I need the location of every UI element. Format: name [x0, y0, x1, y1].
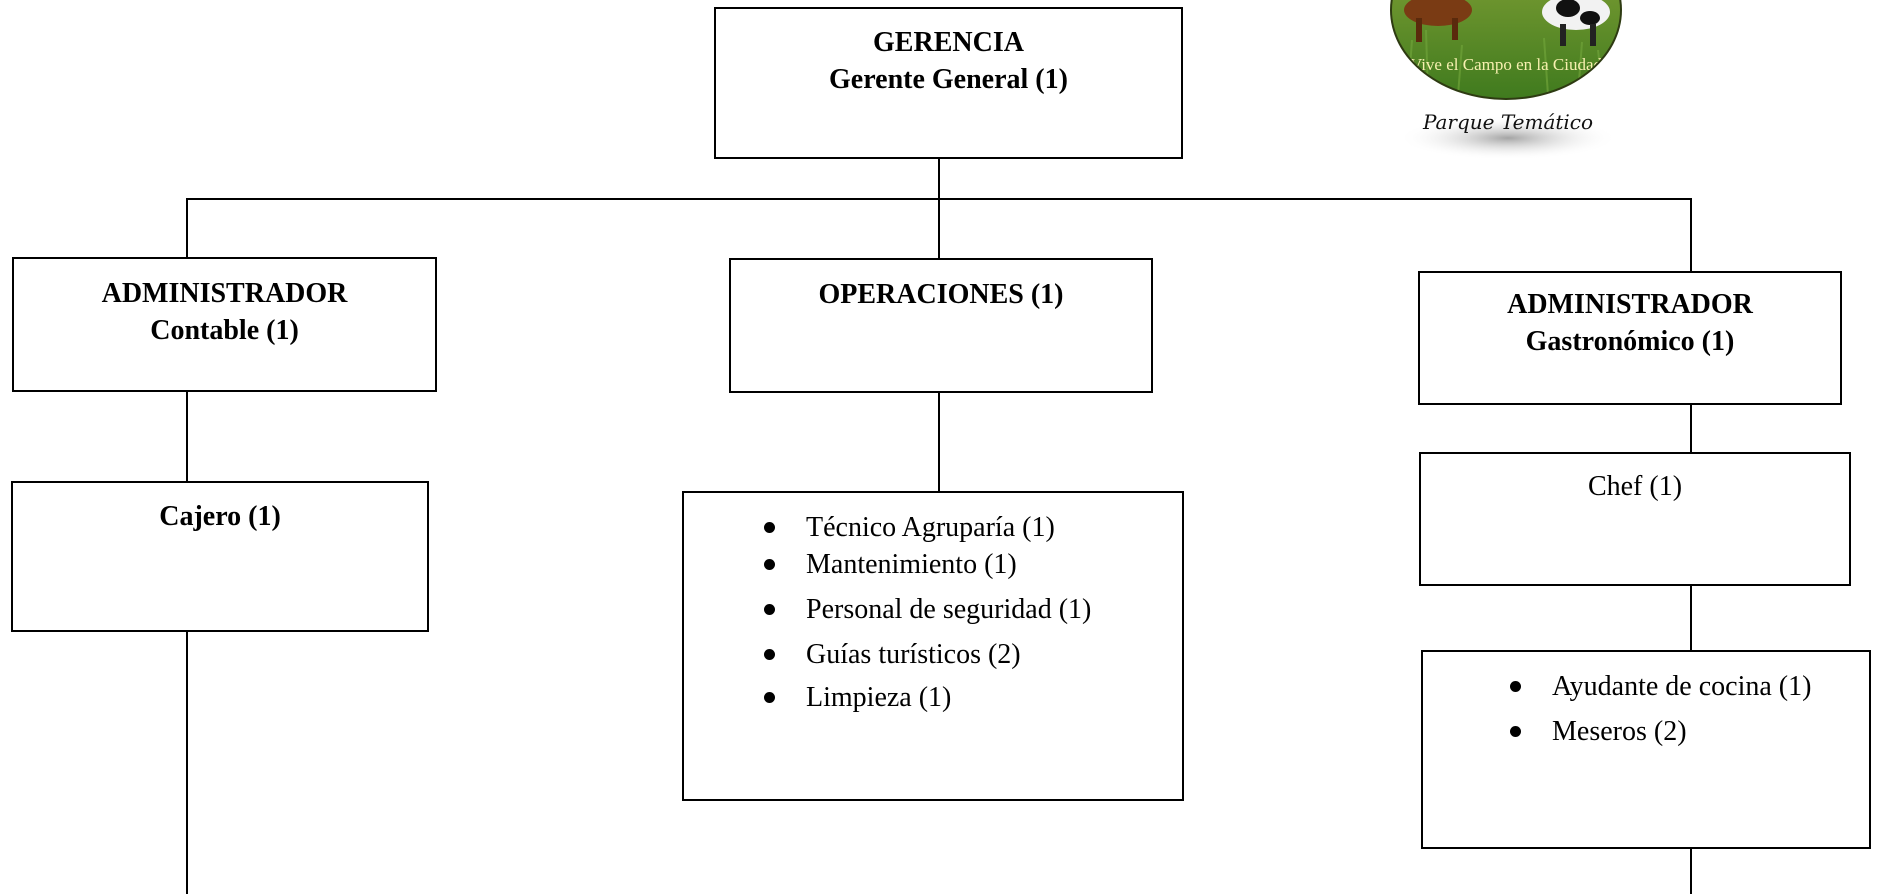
cocina-staff-box: Ayudante de cocina (1) Meseros (2): [1421, 650, 1871, 849]
bullet-icon: [764, 604, 775, 615]
list-item-text: Meseros (2): [1552, 716, 1687, 747]
admin-gastro-box: ADMINISTRADOR Gastronómico (1): [1418, 271, 1842, 405]
list-item: Guías turísticos (2): [744, 636, 1182, 679]
cocina-staff-list: Ayudante de cocina (1) Meseros (2): [1490, 668, 1869, 750]
list-item-text: Mantenimiento (1): [806, 549, 1017, 580]
list-item-text: Técnico Agruparía (1): [806, 512, 1055, 543]
connector-gastro-chef: [1690, 404, 1692, 453]
logo-caption: Parque Temático: [1422, 110, 1593, 134]
logo-motto: "Vive el Campo en la Ciudad": [1403, 55, 1609, 74]
bullet-icon: [764, 522, 775, 533]
list-item-text: Limpieza (1): [806, 682, 952, 713]
list-item-text: Personal de seguridad (1): [806, 594, 1092, 625]
operaciones-staff-box: Técnico Agruparía (1) Mantenimiento (1) …: [682, 491, 1184, 801]
connector-to-operaciones: [938, 198, 940, 259]
operaciones-title: OPERACIONES (1): [818, 279, 1064, 310]
admin-contable-box: ADMINISTRADOR Contable (1): [12, 257, 437, 392]
chef-box: Chef (1): [1419, 452, 1851, 586]
list-item: Ayudante de cocina (1): [1490, 668, 1869, 713]
admin-contable-title: ADMINISTRADOR: [101, 278, 348, 309]
list-item: Limpieza (1): [744, 679, 1182, 716]
list-item: Técnico Agruparía (1): [744, 509, 1182, 546]
admin-contable-subtitle: Contable (1): [150, 315, 299, 346]
admin-gastro-title: ADMINISTRADOR: [1507, 289, 1753, 320]
connector-cocina-down: [1690, 848, 1692, 894]
admin-gastro-subtitle: Gastronómico (1): [1525, 326, 1735, 357]
bullet-icon: [764, 559, 775, 570]
operaciones-box: OPERACIONES (1): [729, 258, 1153, 393]
connector-operaciones-staff: [938, 392, 940, 492]
connector-chef-cocina: [1690, 585, 1692, 651]
parque-tematico-logo: "Vive el Campo en la Ciudad" Parque Temá…: [1368, 0, 1646, 170]
logo-emblem-icon: "Vive el Campo en la Ciudad" Parque Temá…: [1390, 0, 1622, 160]
gerencia-box: GERENCIA Gerente General (1): [714, 7, 1183, 159]
bullet-icon: [1510, 681, 1521, 692]
operaciones-staff-list: Técnico Agruparía (1) Mantenimiento (1) …: [744, 509, 1182, 716]
bullet-icon: [764, 692, 775, 703]
list-item-text: Guías turísticos (2): [806, 639, 1021, 670]
chef-title: Chef (1): [1587, 471, 1683, 502]
cajero-box: Cajero (1): [11, 481, 429, 632]
connector-cajero-down: [186, 631, 188, 894]
gerencia-subtitle: Gerente General (1): [829, 64, 1068, 95]
gerencia-title: GERENCIA: [873, 27, 1024, 58]
list-item: Personal de seguridad (1): [744, 591, 1182, 636]
list-item-text: Ayudante de cocina (1): [1552, 671, 1812, 702]
connector-to-admin-gastro: [1690, 198, 1692, 272]
bullet-icon: [764, 649, 775, 660]
logo-shadow: [1398, 116, 1618, 160]
connector-gerencia-down: [938, 158, 940, 201]
list-item: Meseros (2): [1490, 713, 1869, 750]
list-item: Mantenimiento (1): [744, 546, 1182, 591]
connector-to-admin-contable: [186, 198, 188, 258]
connector-contable-cajero: [186, 391, 188, 482]
cajero-title: Cajero (1): [159, 501, 281, 532]
bullet-icon: [1510, 726, 1521, 737]
